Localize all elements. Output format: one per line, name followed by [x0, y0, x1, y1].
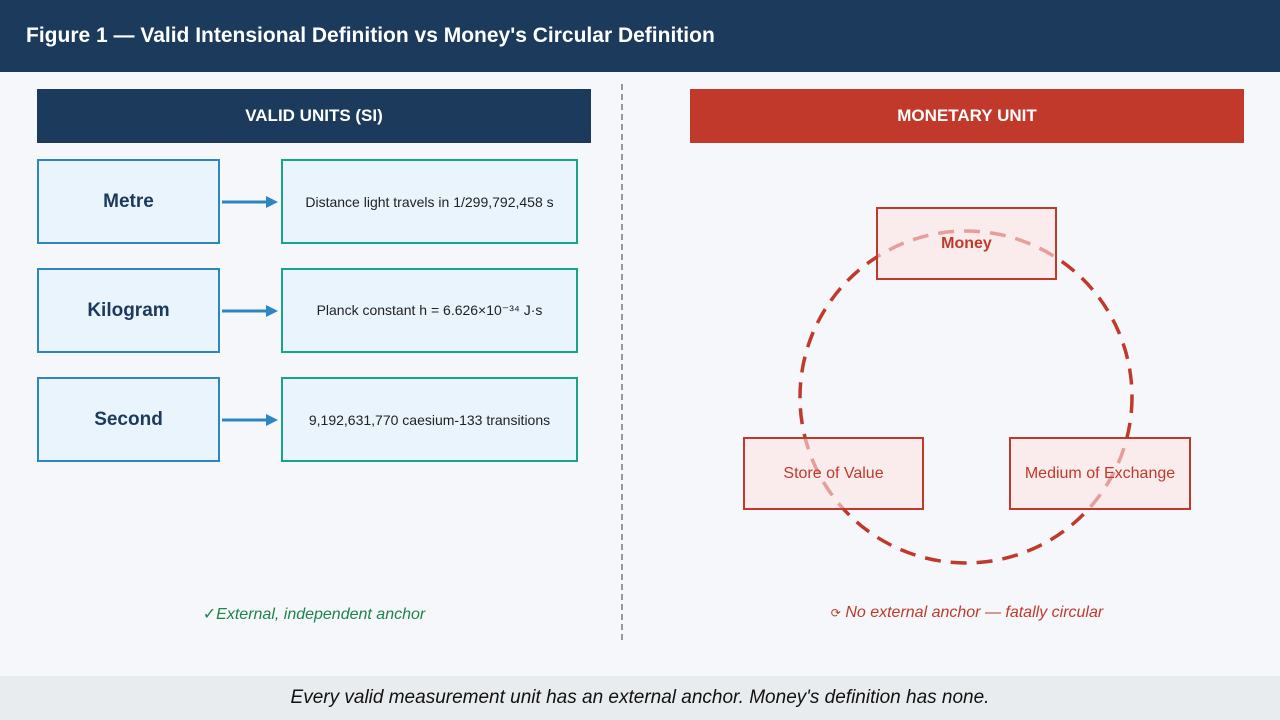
arrow-icon: [222, 414, 278, 426]
cycle-icon: ⟳: [830, 606, 841, 620]
right-caption-text: No external anchor — fatally circular: [845, 604, 1104, 621]
unit-box-kilogram: Kilogram: [37, 268, 220, 353]
figure-header: Figure 1 — Valid Intensional Definition …: [0, 0, 1280, 72]
footer-caption: Every valid measurement unit has an exte…: [0, 676, 1280, 720]
panel-divider: [621, 84, 623, 640]
definition-box-kilogram: Planck constant h = 6.626×10⁻³⁴ J·s: [281, 268, 578, 353]
definition-box-metre: Distance light travels in 1/299,792,458 …: [281, 159, 578, 244]
monetary-unit-title: MONETARY UNIT: [690, 89, 1244, 143]
left-caption: ✓External, independent anchor: [37, 604, 591, 624]
left-caption-text: External, independent anchor: [216, 606, 426, 623]
money-node: Money: [876, 207, 1057, 280]
unit-box-second: Second: [37, 377, 220, 462]
arrow-icon: [222, 305, 278, 317]
arrow-icon: [222, 196, 278, 208]
medium-of-exchange-node: Medium of Exchange: [1009, 437, 1191, 510]
checkmark-icon: ✓: [202, 606, 217, 623]
valid-units-title: VALID UNITS (SI): [37, 89, 591, 143]
figure-title: Figure 1 — Valid Intensional Definition …: [26, 24, 715, 47]
right-caption: ⟳ No external anchor — fatally circular: [690, 604, 1244, 622]
store-of-value-node: Store of Value: [743, 437, 924, 510]
definition-box-second: 9,192,631,770 caesium-133 transitions: [281, 377, 578, 462]
unit-box-metre: Metre: [37, 159, 220, 244]
